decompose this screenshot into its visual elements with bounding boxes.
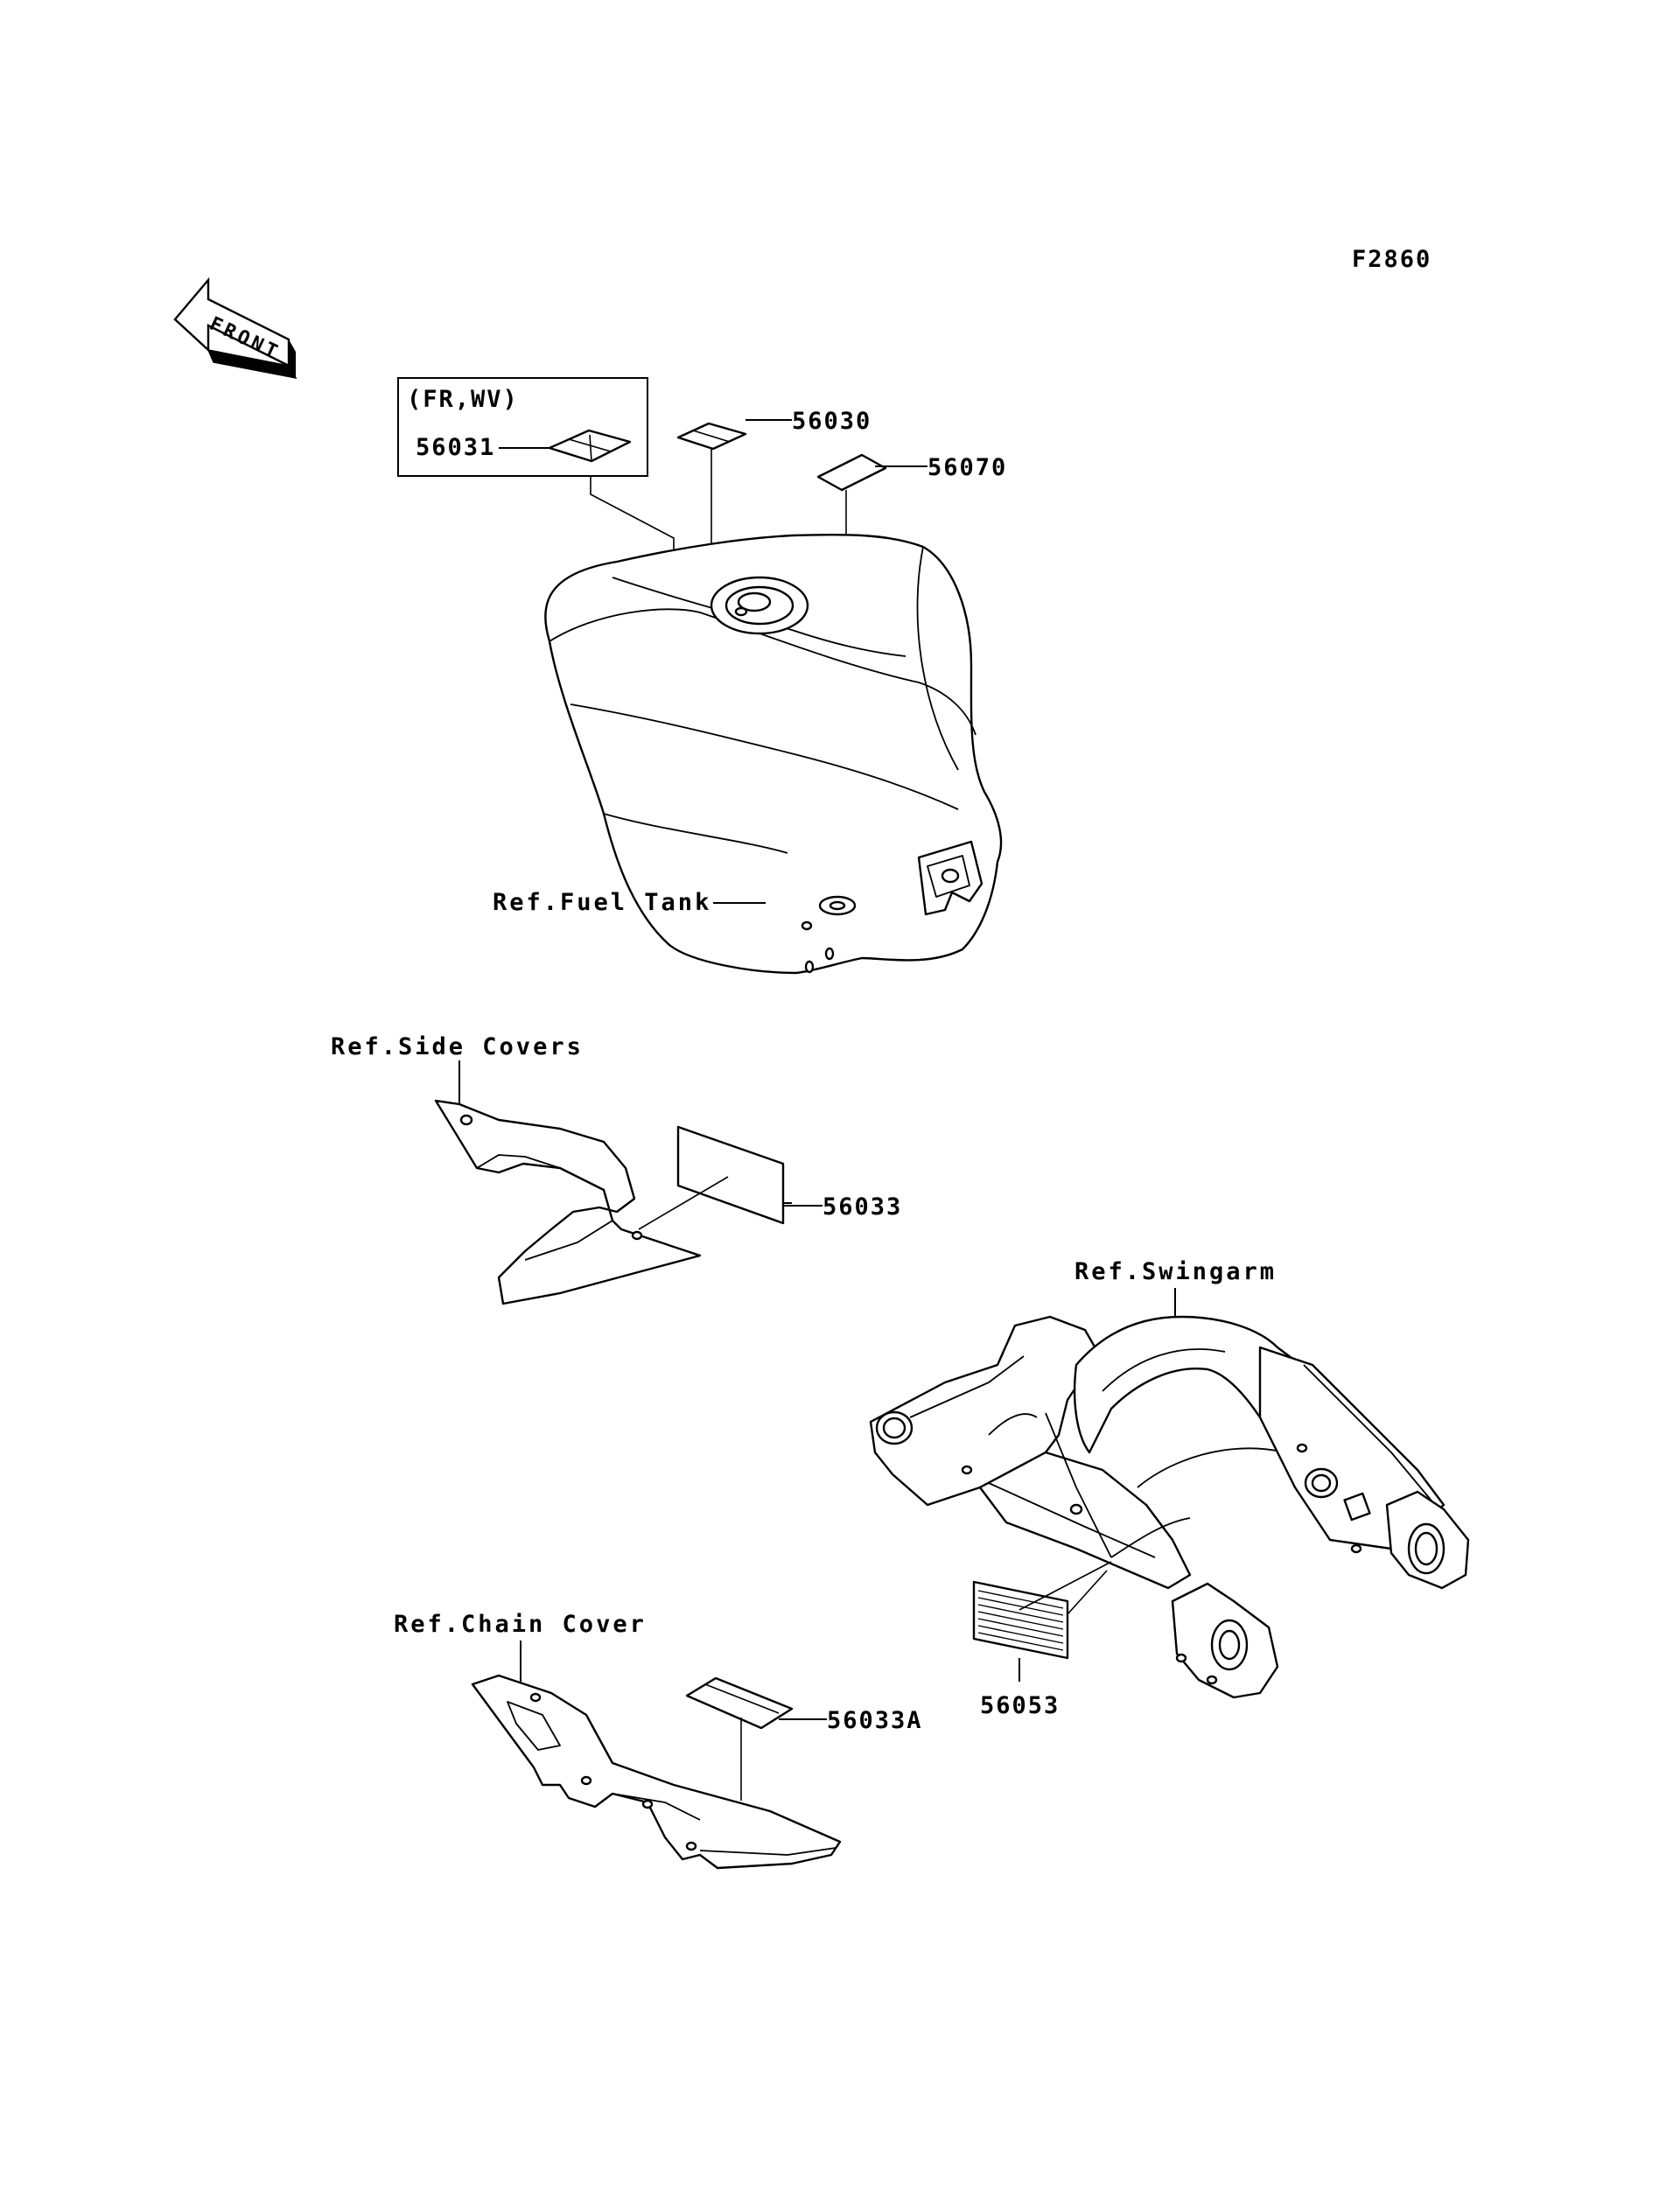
- variant-box: (FR,WV) 56031: [397, 377, 675, 569]
- chain-cover-illustration: [471, 1674, 842, 1870]
- part-label-56053: 56053: [980, 1692, 1060, 1719]
- ref-label-fuel-tank: Ref.Fuel Tank: [493, 889, 711, 916]
- variant-box-title: (FR,WV): [407, 386, 519, 413]
- ref-label-side-covers: Ref.Side Covers: [331, 1033, 584, 1060]
- ref-label-swingarm: Ref.Swingarm: [1074, 1258, 1277, 1285]
- sticker-56033A: 56033A: [685, 1676, 923, 1801]
- part-label-56033A: 56033A: [827, 1707, 923, 1734]
- part-label-56070: 56070: [928, 454, 1007, 481]
- part-label-56033: 56033: [822, 1193, 902, 1221]
- front-direction-arrow-icon: FRONT: [173, 276, 298, 380]
- part-label-56030: 56030: [792, 408, 872, 435]
- fuel-tank-illustration: [544, 533, 1003, 975]
- sticker-56030: 56030: [676, 408, 872, 584]
- ref-label-chain-cover: Ref.Chain Cover: [394, 1611, 647, 1638]
- figure-code: F2860: [1352, 246, 1432, 273]
- sticker-56033: 56033: [638, 1125, 902, 1230]
- sticker-56053: 56053: [972, 1561, 1112, 1719]
- part-label-56031: 56031: [416, 434, 495, 461]
- side-cover-illustration: [434, 1099, 702, 1305]
- swingarm-illustration: [869, 1315, 1470, 1699]
